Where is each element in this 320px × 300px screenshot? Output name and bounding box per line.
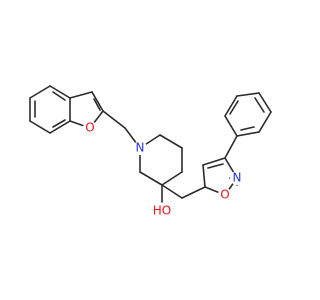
- benzofuran-benzene-ring: [29, 85, 71, 134]
- piperidine-ring: [139, 134, 183, 186]
- atom-label-furan-oxygen: O: [83, 121, 97, 135]
- methylene-linker-1: [102, 110, 141, 149]
- isoxazole-oxygen-label: O: [220, 188, 229, 202]
- isoxazole-nitrogen-label: N: [233, 171, 242, 185]
- molecule-structure: O N HO O N: [29, 85, 272, 218]
- piperidine-nitrogen-label: N: [136, 141, 145, 155]
- methylene-linker-2: [161, 184, 206, 199]
- furan-oxygen-label: O: [85, 121, 94, 135]
- phenyl-linker: [224, 135, 238, 159]
- atom-label-isoxazole-oxygen: O: [218, 188, 232, 202]
- atom-label-piperidine-nitrogen: N: [133, 141, 147, 155]
- hydroxyl-label: HO: [153, 204, 171, 218]
- atom-label-isoxazole-nitrogen: N: [230, 171, 244, 185]
- atom-label-hydroxyl: HO: [150, 204, 174, 218]
- phenyl-ring: [224, 92, 272, 137]
